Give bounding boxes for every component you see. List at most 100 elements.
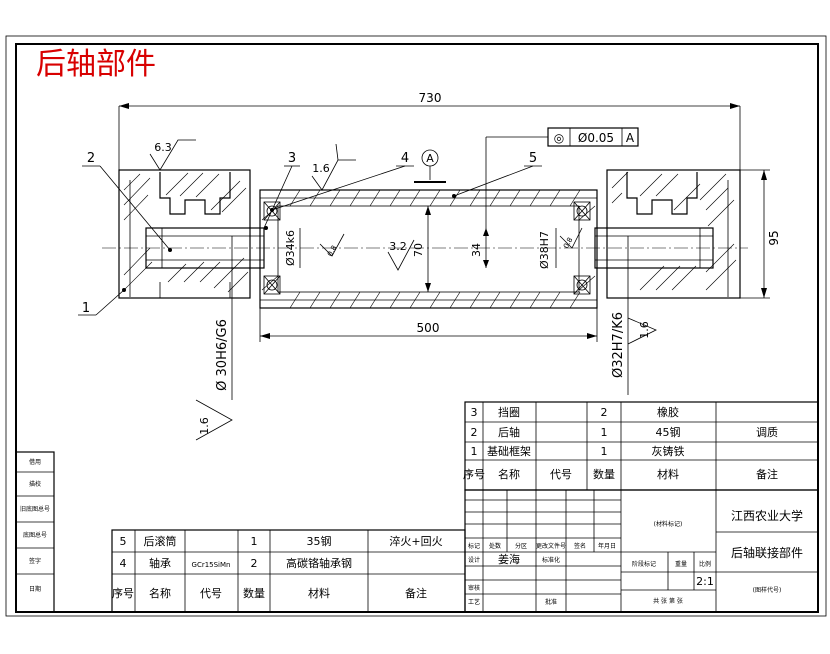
balloon-5: 5 [452,151,542,198]
balloon-5-label: 5 [529,151,537,166]
pr-r0-name: 挡圈 [498,405,520,419]
tolerance-datum: A [626,131,635,145]
balloon-1: 1 [78,288,126,316]
pl-r1-code: GCr15SiMn [192,561,231,569]
roughness-1-6-right-label: 1.6 [638,321,651,339]
pr-r2-name: 基础框架 [487,445,531,458]
pr-r1-seq: 2 [471,426,478,439]
outer-border [5,35,827,617]
right-shaft [594,227,714,269]
pr-h-code: 代号 [550,468,572,481]
pl-h-code: 代号 [200,587,222,600]
pl-h-material: 材料 [308,586,330,600]
pr-h-name: 名称 [498,467,520,481]
tb-scale: 比例 [699,560,711,568]
pr-r0-seq: 3 [471,406,478,419]
pr-h-material: 材料 [657,467,679,481]
tb-scale-value: 2:1 [696,575,714,588]
tolerance-value: Ø0.05 [578,131,614,145]
pr-r1-qty: 1 [601,426,608,439]
tb-designer: 设计 [468,556,480,564]
side-label-1: 描校 [29,480,41,488]
pr-h-qty: 数量 [593,468,615,481]
tb-review: 审核 [468,584,480,592]
left-shaft [145,227,265,269]
tb-date: 年月日 [598,542,616,550]
tolerance-symbol: ◎ [554,131,564,145]
balloon-3: 3 [263,151,300,230]
pr-r2-qty: 1 [601,445,608,458]
left-bracket-hatch [123,172,249,293]
side-label-2: 旧底图总号 [20,505,50,513]
tolerance-frame: ◎ Ø0.05 A [485,127,639,228]
dim-500-label: 500 [417,321,440,335]
roughness-0-8-a-label: 0.8 [326,244,338,258]
pl-r1-seq: 4 [120,557,127,570]
bearing-right [573,201,591,295]
roughness-1-6-right: 1.6 [627,317,657,345]
pl-r0-name: 后滚筒 [144,534,177,548]
side-label-5: 日期 [29,585,41,593]
balloon-3-label: 3 [288,151,296,166]
roughness-6-3: 6.3 [149,139,196,171]
balloon-4: 4 [270,151,414,212]
roughness-1-6-left-label: 1.6 [198,417,211,435]
pr-h-note: 备注 [756,467,778,481]
fit-30h6-g6: Ø 30H6/G6 [215,236,233,400]
dim-70: 70 [412,206,431,292]
tb-designer-name: 姜海 [498,552,520,566]
pr-r1-name: 后轴 [498,425,520,439]
parts-table-left [111,529,466,613]
pl-r0-note: 淬火+回火 [389,534,442,548]
pr-r2-seq: 1 [471,445,478,458]
pr-r1-material: 45钢 [656,426,681,439]
balloon-2-label: 2 [87,151,95,166]
dim-95-label: 95 [767,230,781,245]
left-bracket [118,169,251,299]
pl-r0-material: 35钢 [307,535,332,548]
tb-change-doc: 更改文件号 [536,542,566,550]
dim-95: 95 [740,169,781,299]
balloon-1-label: 1 [82,301,90,316]
fit-34k6: Ø34k6 [284,230,297,266]
tb-stage-mark: 阶段标记 [632,560,656,568]
pr-r2-material: 灰铸铁 [652,444,685,458]
pl-r1-qty: 2 [251,557,258,570]
pl-h-seq: 序号 [112,586,134,600]
tb-mark: 标记 [468,542,480,550]
tb-material-mark: (材料标记) [654,520,683,528]
datum-a-label: A [426,152,434,165]
roughness-3-2-label: 3.2 [389,240,407,253]
pl-h-qty: 数量 [243,587,265,600]
tb-weight: 重量 [675,560,687,568]
drawing-title: 后轴部件 [36,47,156,82]
pl-r0-qty: 1 [251,535,258,548]
dim-730-label: 730 [419,91,442,105]
roughness-1-6-top: 1.6 [311,143,356,191]
tb-count: 处数 [489,542,501,550]
roughness-6-3-label: 6.3 [154,141,172,154]
dim-730: 730 [118,91,741,170]
roughness-1-6-top-label: 1.6 [312,162,330,175]
dim-34: 34 [470,228,489,268]
right-bracket-hatch [611,171,737,291]
pl-h-name: 名称 [149,586,171,600]
roughness-3-2: 3.2 [387,239,415,271]
pl-h-note: 备注 [405,586,427,600]
tb-sheets: 共 张 第 张 [653,597,683,605]
tb-standard: 标准化 [542,556,560,564]
dim-70-label: 70 [412,243,425,257]
pr-r0-material: 橡胶 [657,405,679,419]
right-bracket [606,169,741,299]
pr-h-seq: 序号 [463,467,485,481]
tb-drawing-name: 后轴联接部件 [731,545,803,560]
fit-32h7-k6-label: Ø32H7/K6 [611,312,626,378]
pl-r1-material: 高碳铬轴承钢 [286,556,352,570]
fit-30h6-g6-label: Ø 30H6/G6 [215,319,230,391]
fit-38h7: Ø38H7 [538,231,551,269]
pr-r1-note: 调质 [756,426,778,439]
dim-500: 500 [259,308,598,342]
balloon-2: 2 [82,151,172,252]
roughness-1-6-left: 1.6 [195,399,233,441]
dim-34-label: 34 [470,243,483,257]
